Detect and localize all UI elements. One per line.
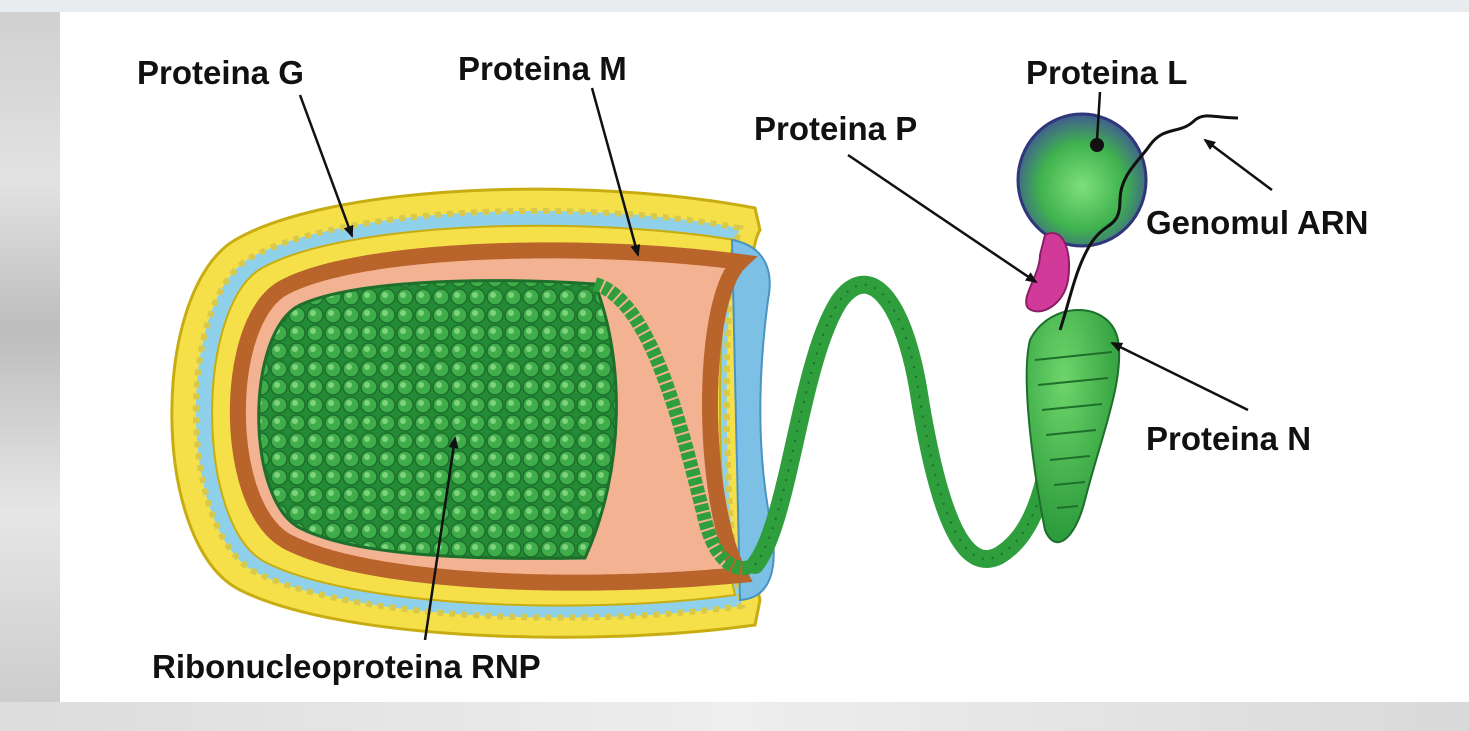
- protein-l-oval: [1018, 114, 1146, 246]
- label-protein-l: Proteina L: [1026, 54, 1187, 91]
- label-protein-n: Proteina N: [1146, 420, 1311, 457]
- nucleocapsid-strand: [755, 285, 1060, 565]
- arrow-protein-p: [848, 155, 1036, 282]
- arrow-protein-n: [1112, 343, 1248, 410]
- label-rnp: Ribonucleoproteina RNP: [152, 648, 541, 685]
- label-genome: Genomul ARN: [1146, 204, 1368, 241]
- protein-p: [1026, 233, 1069, 311]
- arrow-genome: [1205, 140, 1272, 190]
- protein-n-cone: [1027, 310, 1120, 542]
- label-protein-p: Proteina P: [754, 110, 917, 147]
- label-protein-g: Proteina G: [137, 54, 304, 91]
- label-protein-m: Proteina M: [458, 50, 627, 87]
